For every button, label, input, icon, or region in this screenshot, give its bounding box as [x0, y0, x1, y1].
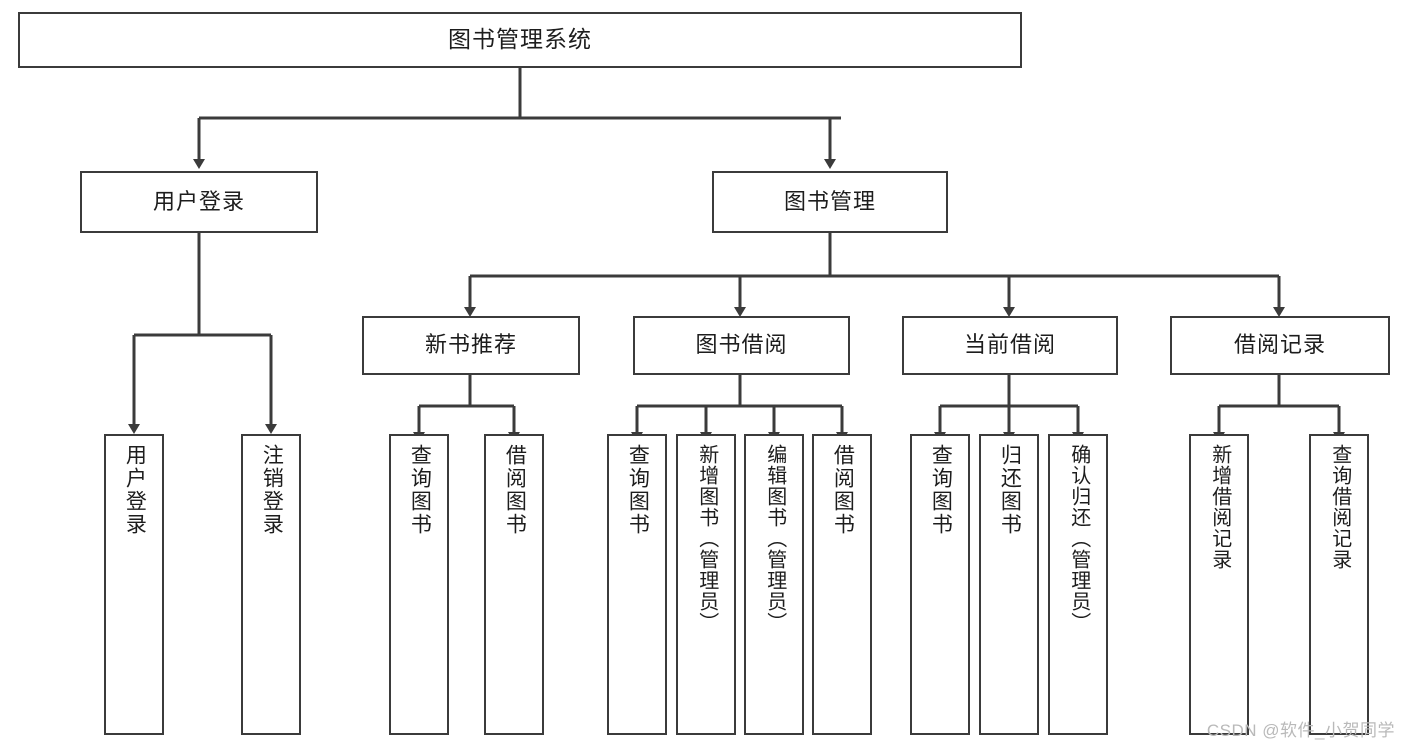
- leaf-borrow-borrow-book[interactable]: 借阅图书: [812, 434, 872, 735]
- leaf-user-login-login[interactable]: 用户登录: [104, 434, 164, 735]
- node-label: 图书管理系统: [448, 26, 592, 53]
- node-label: 用户登录: [123, 444, 147, 536]
- leaf-current-confirm-return-admin[interactable]: 确认归还（管理员）: [1048, 434, 1108, 735]
- node-label: 注销登录: [260, 444, 284, 536]
- node-label: 查询图书: [626, 444, 650, 536]
- node-label: 编辑图书（管理员）: [763, 444, 786, 633]
- leaf-recommend-query-book[interactable]: 查询图书: [389, 434, 449, 735]
- leaf-recommend-borrow-book[interactable]: 借阅图书: [484, 434, 544, 735]
- node-new-book-recommend[interactable]: 新书推荐: [362, 316, 580, 375]
- watermark-text: CSDN @软件_小贺同学: [1206, 721, 1395, 740]
- node-borrow-records[interactable]: 借阅记录: [1170, 316, 1390, 375]
- node-label: 查询图书: [929, 444, 953, 536]
- node-label: 借阅图书: [831, 444, 855, 536]
- leaf-records-query-record[interactable]: 查询借阅记录: [1309, 434, 1369, 735]
- node-book-borrow[interactable]: 图书借阅: [633, 316, 850, 375]
- node-label: 查询图书: [408, 444, 432, 536]
- node-label: 借阅记录: [1233, 332, 1326, 358]
- node-label: 图书借阅: [695, 332, 788, 358]
- node-label: 当前借阅: [963, 332, 1056, 358]
- leaf-current-return-book[interactable]: 归还图书: [979, 434, 1039, 735]
- node-label: 借阅图书: [503, 444, 527, 536]
- leaf-current-query-book[interactable]: 查询图书: [910, 434, 970, 735]
- node-label: 新增借阅记录: [1208, 444, 1231, 570]
- node-current-borrow[interactable]: 当前借阅: [902, 316, 1118, 375]
- node-label: 确认归还（管理员）: [1067, 444, 1090, 633]
- node-label: 归还图书: [998, 444, 1022, 536]
- leaf-borrow-query-book[interactable]: 查询图书: [607, 434, 667, 735]
- node-book-management[interactable]: 图书管理: [712, 171, 948, 233]
- node-label: 用户登录: [152, 188, 245, 214]
- leaf-records-add-record[interactable]: 新增借阅记录: [1189, 434, 1249, 735]
- node-root-system[interactable]: 图书管理系统: [18, 12, 1022, 68]
- leaf-borrow-edit-book-admin[interactable]: 编辑图书（管理员）: [744, 434, 804, 735]
- leaf-borrow-add-book-admin[interactable]: 新增图书（管理员）: [676, 434, 736, 735]
- leaf-user-login-logout[interactable]: 注销登录: [241, 434, 301, 735]
- node-user-login[interactable]: 用户登录: [80, 171, 318, 233]
- node-label: 新书推荐: [424, 332, 517, 358]
- node-label: 新增图书（管理员）: [695, 444, 718, 633]
- node-label: 图书管理: [783, 188, 876, 214]
- node-label: 查询借阅记录: [1328, 444, 1351, 570]
